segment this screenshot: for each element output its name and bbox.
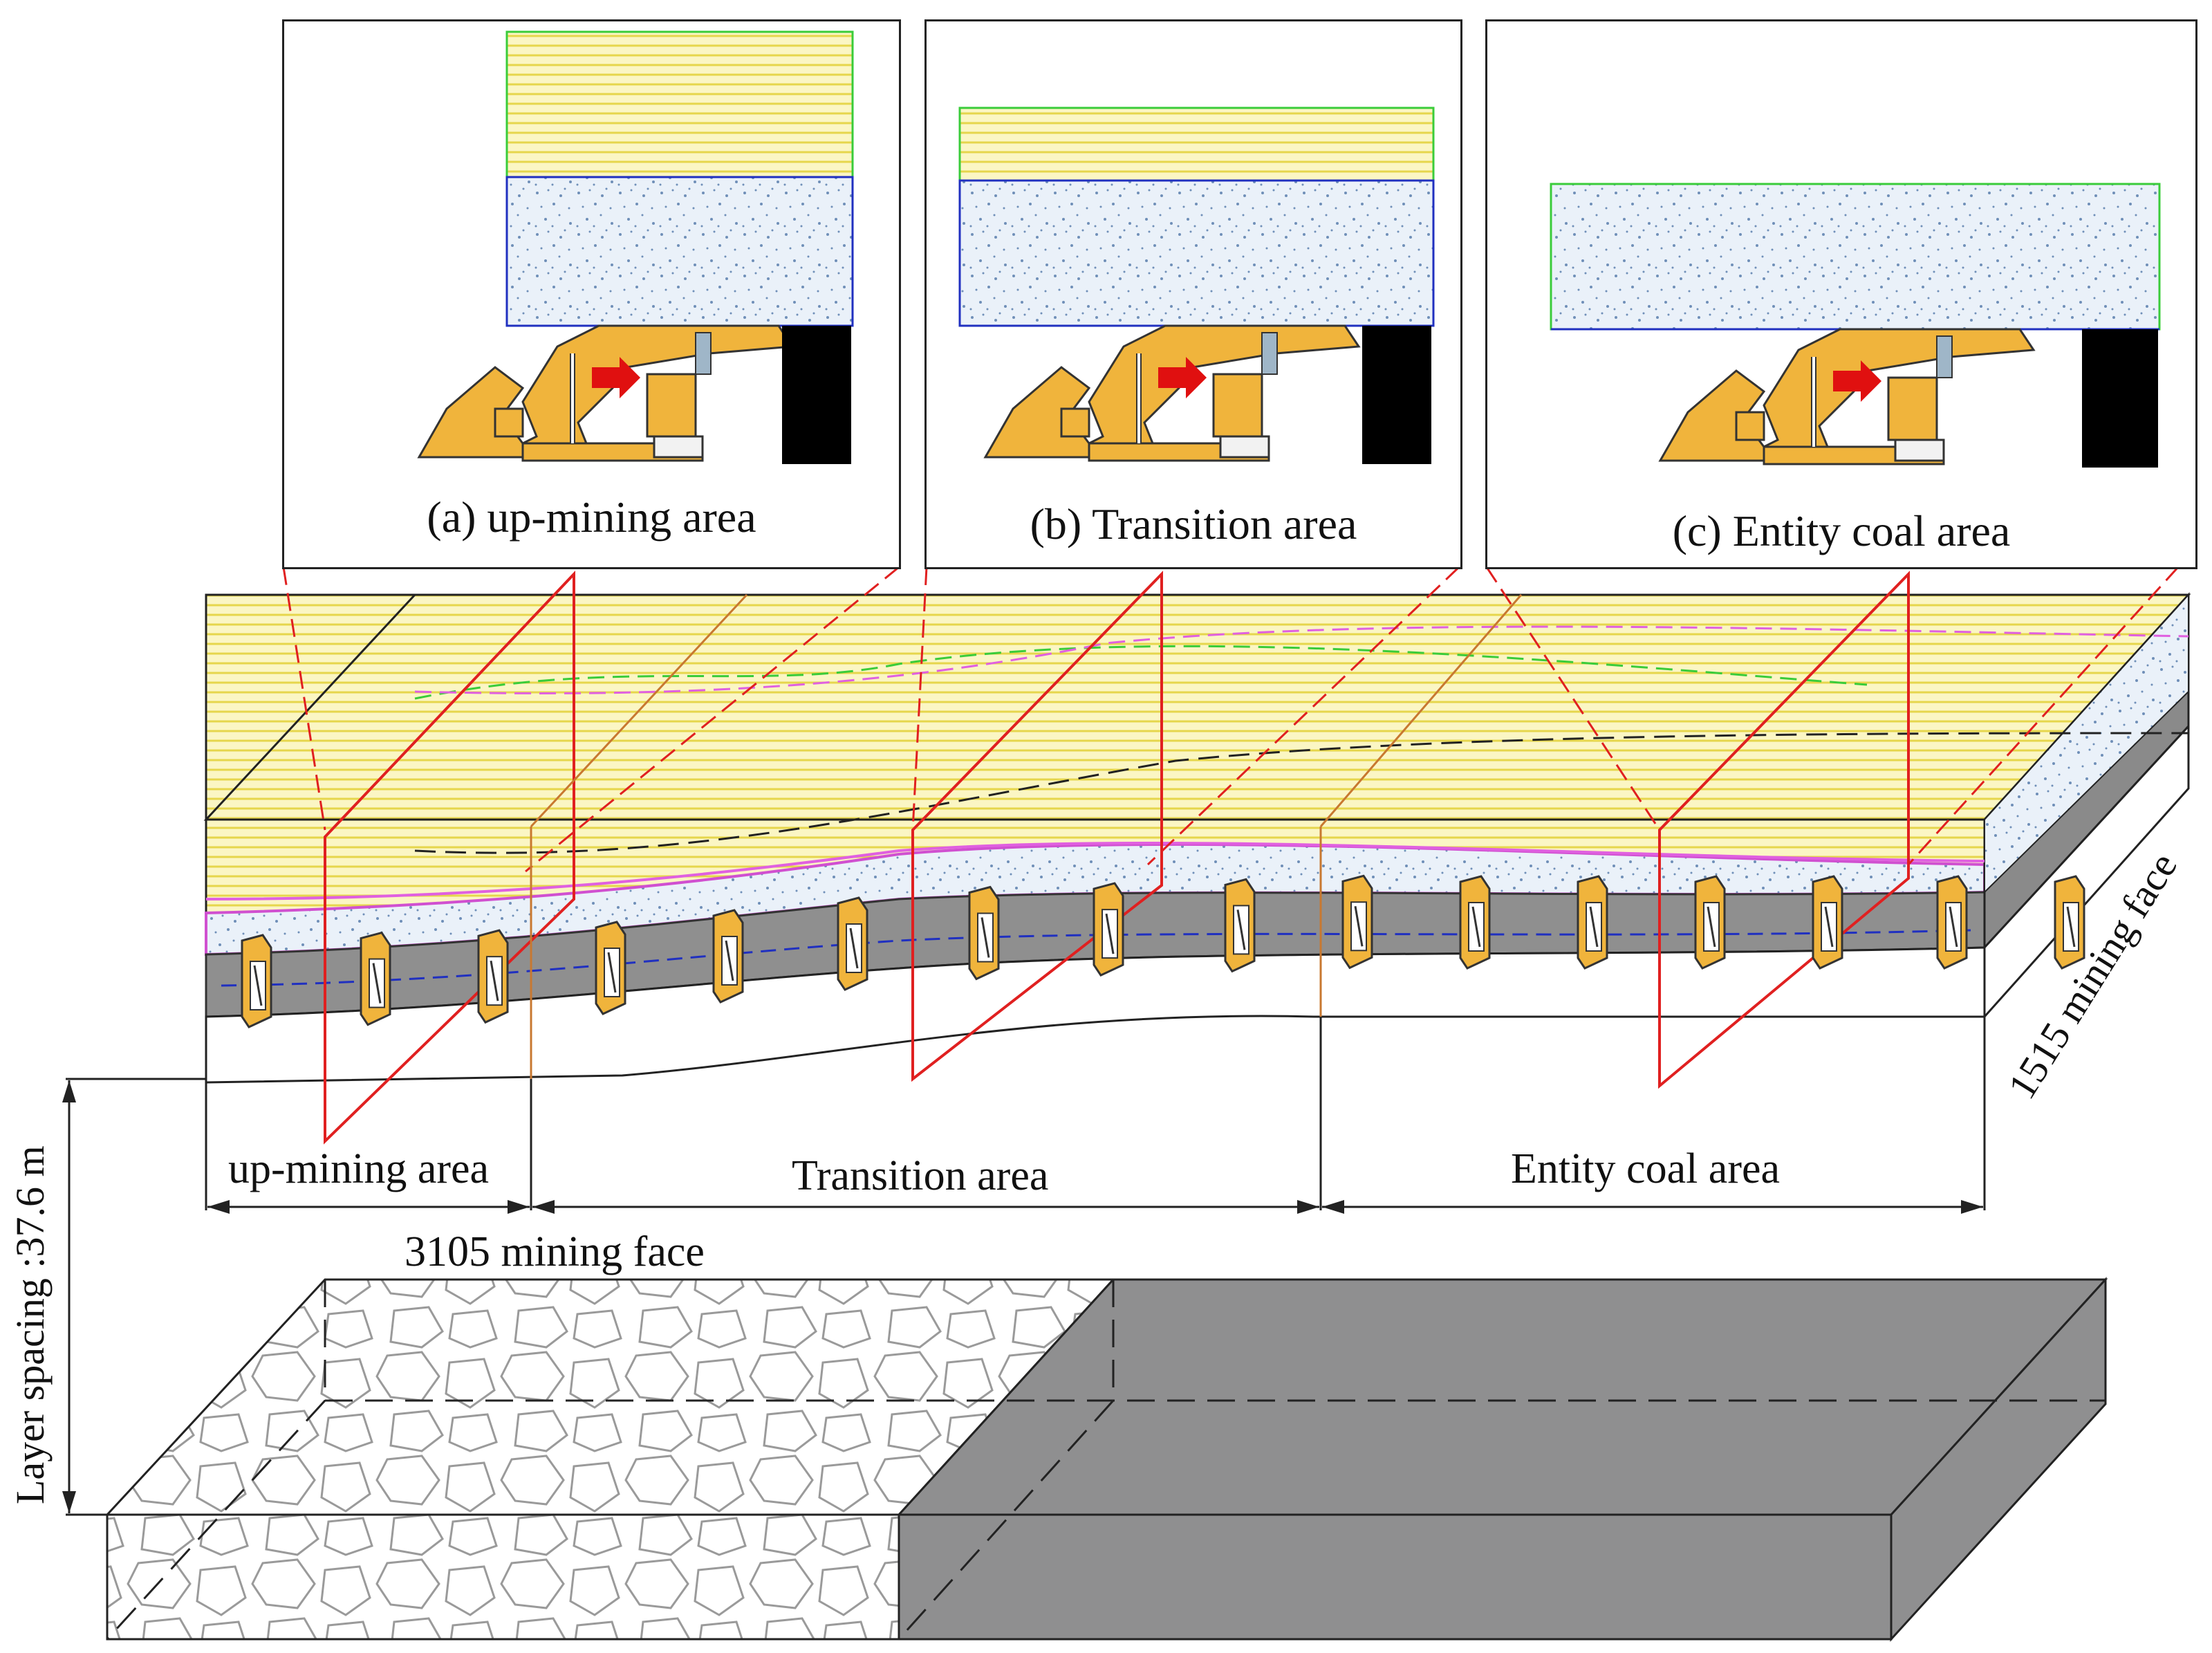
hydraulic-support [1694, 875, 1726, 970]
shearer-and-support [417, 324, 794, 462]
panel-transition-caption: (b) Transition area [1030, 499, 1357, 548]
shearer-and-support [983, 324, 1361, 462]
hydraulic-supports [241, 874, 2085, 1028]
label-layer-spacing: Layer spacing :37.6 m [8, 1145, 53, 1504]
panel-transition: (b) Transition area [924, 19, 1462, 569]
hydraulic-support [968, 885, 1000, 981]
hydraulic-support [1577, 875, 1608, 970]
hydraulic-support [712, 909, 744, 1004]
label-3105-face: 3105 mining face [405, 1228, 705, 1275]
hydraulic-support [241, 934, 272, 1028]
panel-up-mining-caption: (a) up-mining area [427, 492, 756, 542]
hydraulic-support [1341, 874, 1373, 970]
zone-label-entity-coal: Entity coal area [1511, 1145, 1781, 1192]
panel-up-mining: (a) up-mining area [282, 19, 901, 569]
hydraulic-support [837, 896, 868, 991]
hydraulic-support [1812, 875, 1843, 970]
lower-goaf-front [106, 1513, 900, 1641]
panel-transition-drawing [958, 107, 1435, 464]
panel-entity-coal-caption: (c) Entity coal area [1672, 506, 2011, 555]
zone-label-up-mining: up-mining area [228, 1145, 490, 1192]
hydraulic-support [360, 931, 391, 1026]
hydraulic-support [1936, 875, 1968, 970]
shearer-and-support [1658, 328, 2036, 465]
hydraulic-support [1459, 875, 1491, 970]
panel-entity-coal: (c) Entity coal area [1485, 19, 2197, 569]
lower-coal-side [1890, 1277, 2107, 1642]
panel-entity-coal-drawing [1550, 183, 2161, 468]
hydraulic-support [477, 929, 509, 1024]
hydraulic-support [1093, 882, 1124, 977]
hydraulic-support [1224, 878, 1256, 973]
lower-coal-front [898, 1513, 1893, 1641]
roof-top-plane [203, 593, 2191, 821]
hydraulic-support [595, 921, 626, 1015]
hydraulic-support [2054, 875, 2085, 970]
zone-label-transition: Transition area [792, 1152, 1049, 1199]
panel-up-mining-drawing [417, 30, 854, 464]
sand-right-side [1984, 593, 2189, 894]
